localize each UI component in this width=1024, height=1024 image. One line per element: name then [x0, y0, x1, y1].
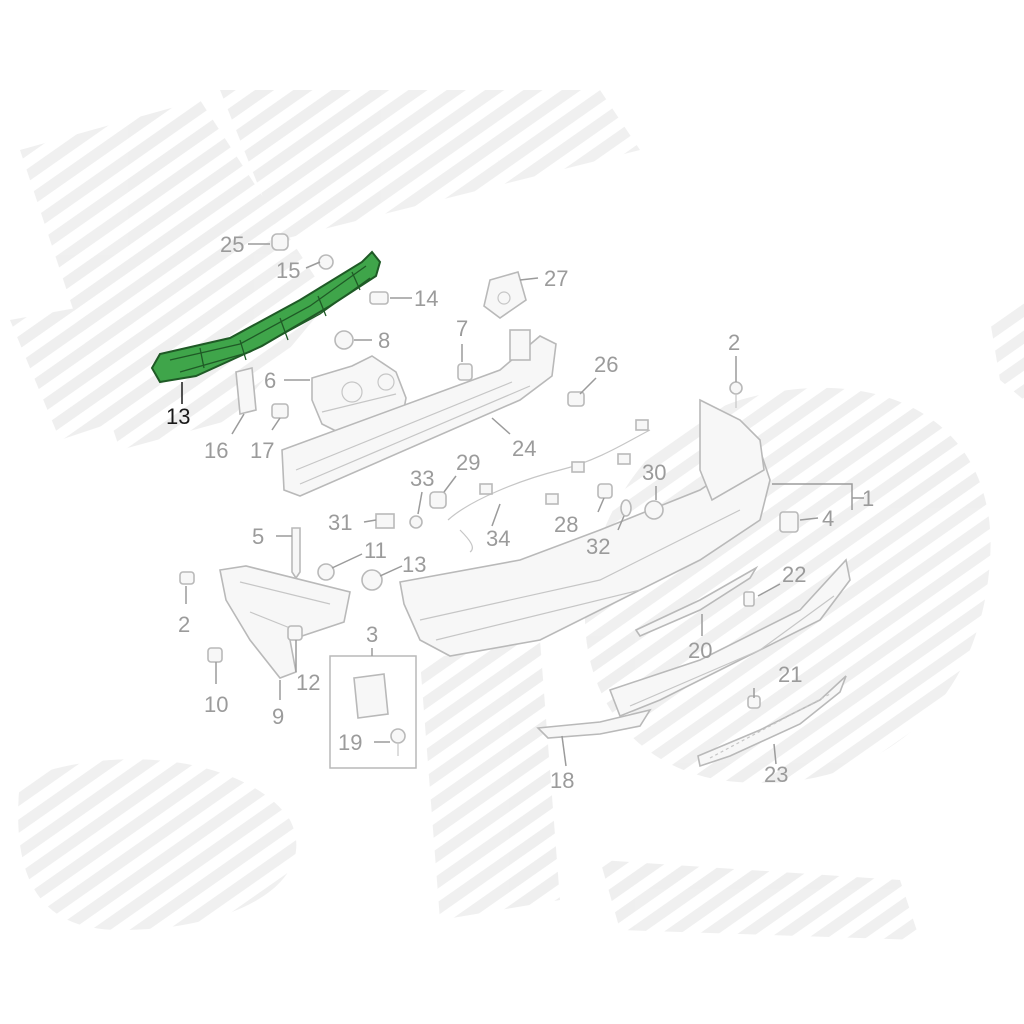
callout-27: 25: [220, 232, 244, 257]
callout-33: 32: [586, 534, 610, 559]
part-28-bracket-plate[interactable]: [483, 271, 527, 319]
part-27-clip[interactable]: [271, 233, 289, 251]
part-20-screw[interactable]: [390, 728, 406, 756]
callout-30: 29: [456, 450, 480, 475]
callout-22: 21: [778, 662, 802, 687]
callout-29: 28: [554, 512, 578, 537]
callout-15: 14: [414, 286, 438, 311]
part-7-screw[interactable]: [457, 363, 473, 381]
callout-6: 6: [264, 368, 276, 393]
part-34-grommet[interactable]: [409, 515, 423, 529]
callout-31: 30: [642, 460, 666, 485]
callout-labels: 25 15 14 27 8 7 6 13 16 17 24 26 2 1 4 3…: [166, 232, 874, 793]
callout-26: 26: [594, 352, 618, 377]
part-11-clip[interactable]: [317, 563, 335, 581]
lower-diffuser-panel[interactable]: [608, 558, 851, 718]
callout-34: 33: [410, 466, 434, 491]
watermark: [10, 90, 1024, 940]
callout-25: 24: [512, 436, 536, 461]
part-21-trim-strip[interactable]: [634, 565, 759, 637]
part-14-reinforcement-bar[interactable]: [150, 250, 382, 384]
part-2-screw-lower[interactable]: [179, 571, 195, 585]
part-26-screw[interactable]: [567, 391, 585, 407]
part-2-screw-top[interactable]: [729, 381, 743, 408]
callout-35: 34: [486, 526, 510, 551]
callout-14: 13: [166, 404, 190, 429]
callout-13: 13: [402, 552, 426, 577]
part-31-cap[interactable]: [644, 500, 664, 520]
callout-8: 8: [378, 328, 390, 353]
part-19-lower-trim[interactable]: [536, 708, 652, 739]
part-29-sensor[interactable]: [597, 483, 613, 499]
part-32-bracket[interactable]: [375, 513, 395, 529]
callout-10: 10: [204, 692, 228, 717]
callout-17: 16: [204, 438, 228, 463]
callout-4: 4: [822, 506, 834, 531]
part-8-clip[interactable]: [334, 330, 354, 350]
part-23-clip[interactable]: [743, 591, 755, 607]
part-1-bumper-cover[interactable]: [399, 398, 771, 657]
callout-1: 1: [862, 486, 874, 511]
part-15-screw[interactable]: [369, 291, 389, 305]
callout-11: 11: [364, 538, 387, 563]
part-25-crossmember[interactable]: [281, 329, 557, 497]
part-33-ring[interactable]: [620, 499, 632, 517]
callout-12: 12: [296, 670, 320, 695]
callout-19: 18: [550, 768, 574, 793]
part-12-screw[interactable]: [287, 625, 303, 641]
callout-23: 22: [782, 562, 806, 587]
part-35-wiring-harness[interactable]: [447, 419, 651, 553]
callout-18: 17: [250, 438, 274, 463]
leader-lines: [181, 243, 864, 767]
part-10-clip[interactable]: [207, 647, 223, 663]
part-30-sensor[interactable]: [429, 491, 447, 509]
callout-2-top: 2: [728, 330, 740, 355]
callout-7: 7: [456, 316, 468, 341]
callout-24: 23: [764, 762, 788, 787]
part-16-nut[interactable]: [318, 254, 334, 270]
part-17-bracket[interactable]: [235, 366, 257, 416]
callout-16: 15: [276, 258, 300, 283]
callout-20: 19: [338, 730, 362, 755]
part-24-grille-strip[interactable]: [697, 675, 847, 768]
callout-21: 20: [688, 638, 712, 663]
part-13-cap[interactable]: [361, 569, 383, 591]
callout-32: 31: [328, 510, 352, 535]
callout-5: 5: [252, 524, 264, 549]
callout-9: 9: [272, 704, 284, 729]
part-18-screw[interactable]: [271, 403, 289, 419]
callout-28: 27: [544, 266, 568, 291]
callout-2-lower: 2: [178, 612, 190, 637]
part-9-side-bracket[interactable]: [219, 565, 351, 679]
part-5-bolt[interactable]: [291, 527, 301, 580]
part-3-kit-box[interactable]: [329, 655, 417, 769]
part-4-sensor-cover[interactable]: [779, 511, 799, 533]
callout-3: 3: [366, 622, 378, 647]
